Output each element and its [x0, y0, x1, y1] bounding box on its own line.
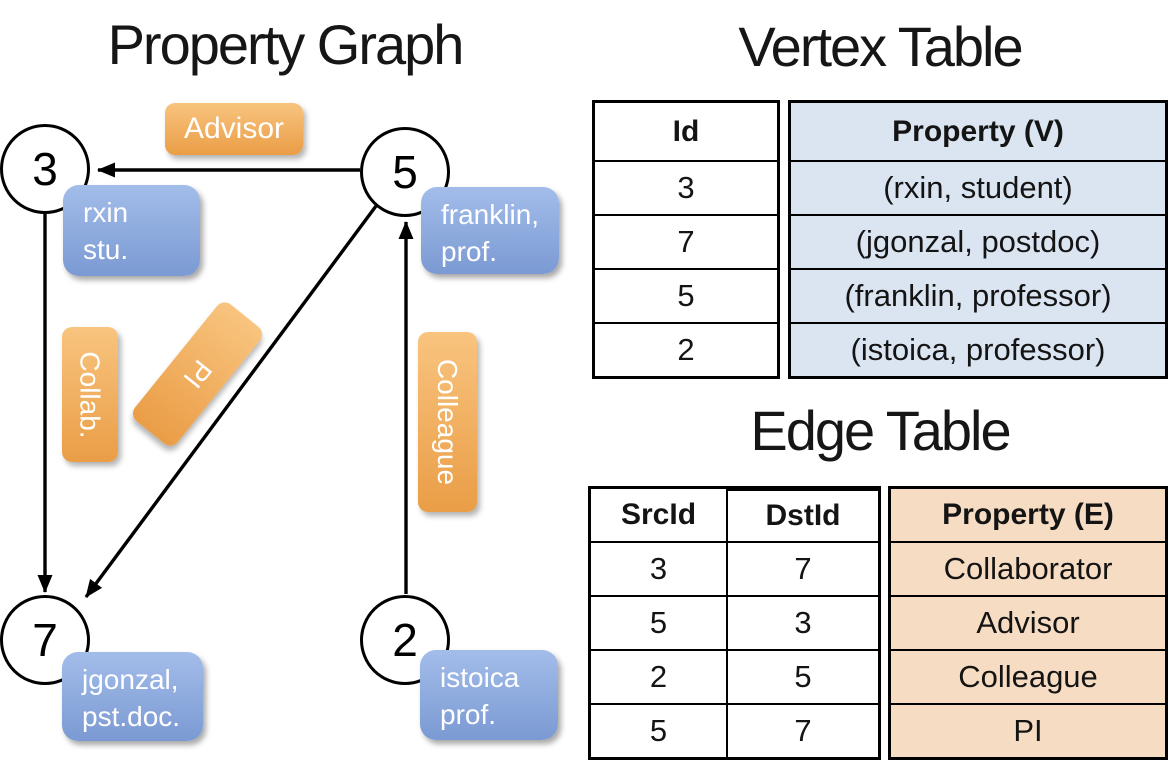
edge-table: SrcId DstId 3 7 5 3 2 5 5 7 Property (E)… — [588, 486, 1168, 760]
edge-dstid-cell: 7 — [726, 703, 878, 757]
node-id: 3 — [32, 143, 58, 195]
edge-label-text: Colleague — [432, 358, 464, 486]
edge-srcid-cell: 2 — [591, 649, 726, 703]
edge-label-advisor: Advisor — [165, 103, 303, 155]
property-line: franklin, — [441, 199, 540, 230]
edge-dstid-cell: 7 — [726, 541, 878, 595]
property-line: pst.doc. — [82, 701, 181, 732]
edge-property-cell: Collaborator — [891, 541, 1165, 595]
vertex-id-column: Id 3 7 5 2 — [592, 100, 780, 379]
edge-property-column: Property (E) Collaborator Advisor Collea… — [888, 486, 1168, 760]
vertex-id-cell: 5 — [595, 268, 777, 322]
vertex-table-title: Vertex Table — [738, 15, 1023, 78]
vertex-property-cell: (franklin, professor) — [791, 268, 1165, 322]
property-graph-title: Property Graph — [107, 13, 465, 76]
edge-table-title: Edge Table — [750, 399, 1011, 462]
node-property-label-jgonzal: jgonzal, pst.doc. — [62, 652, 203, 741]
edge-dstid-cell: 3 — [726, 595, 878, 649]
node-5: 5 — [360, 127, 450, 217]
node-property-label-franklin: franklin, prof. — [421, 187, 559, 274]
vertex-id-cell: 7 — [595, 214, 777, 268]
edge-property-header: Property (E) — [942, 498, 1114, 531]
vertex-table: Id 3 7 5 2 Property (V) (rxin, student) … — [592, 100, 1168, 379]
edge-label-text: Collab. — [75, 350, 107, 439]
edge-label-text: PI — [177, 354, 219, 395]
edge-label-text: Advisor — [183, 112, 285, 145]
vertex-property-cell: (istoica, professor) — [791, 322, 1165, 376]
vertex-id-cell: 3 — [595, 160, 777, 214]
vertex-property-column: Property (V) (rxin, student) (jgonzal, p… — [788, 100, 1168, 379]
edge-srcid-header: SrcId — [620, 498, 697, 531]
edge-dstid-cell: 5 — [726, 649, 878, 703]
vertex-id-header: Id — [672, 114, 700, 148]
graph-edges-layer — [37, 162, 414, 599]
property-line: prof. — [440, 699, 497, 730]
node-id: 2 — [392, 614, 418, 666]
edge-dstid-header: DstId — [726, 489, 878, 541]
vertex-property-cell: (rxin, student) — [791, 160, 1165, 214]
property-line: rxin — [83, 197, 129, 228]
node-property-label-istoica: istoica prof. — [420, 650, 558, 740]
edge-srcid-cell: 3 — [591, 541, 726, 595]
node-id: 7 — [32, 614, 58, 666]
edge-srcid-cell: 5 — [591, 595, 726, 649]
edge-label-collab: Collab. — [62, 327, 118, 462]
property-line: prof. — [441, 236, 498, 267]
property-line: istoica — [440, 662, 520, 693]
vertex-property-cell: (jgonzal, postdoc) — [791, 214, 1165, 268]
edge-srcid-cell: 5 — [591, 703, 726, 757]
node-id: 5 — [392, 146, 418, 198]
property-line: jgonzal, — [82, 664, 179, 695]
edge-property-cell: PI — [891, 703, 1165, 757]
edge-arrow-5-to-7 — [84, 204, 378, 599]
vertex-id-cell: 2 — [595, 322, 777, 376]
edge-property-cell: Colleague — [891, 649, 1165, 703]
edge-property-cell: Advisor — [891, 595, 1165, 649]
vertex-property-header: Property (V) — [892, 114, 1064, 148]
property-line: stu. — [83, 234, 129, 265]
node-2: 2 — [360, 595, 450, 685]
node-property-label-rxin: rxin stu. — [63, 185, 200, 276]
edge-label-colleague: Colleague — [418, 332, 477, 512]
edge-ids-columns: SrcId DstId 3 7 5 3 2 5 5 7 — [588, 486, 881, 760]
